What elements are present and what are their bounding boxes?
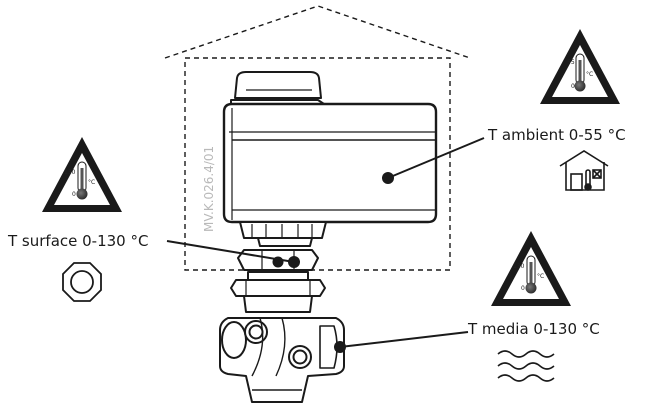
surface-unit: °C [88,179,95,186]
actuator-top-cap [234,71,322,99]
media-max: 130 [513,263,525,270]
media-min: 0 [521,285,525,292]
surface-max: 130 [64,169,76,176]
wavy-lines-icon [497,350,555,382]
ambient-unit: °C [586,71,593,78]
valve-bonnet [247,271,309,281]
callout-ambient [382,137,485,184]
warning-sign-ambient: 55 °C 0 [540,29,620,104]
surface-min: 0 [72,191,76,198]
warning-sign-surface: 130 °C 0 [42,137,122,212]
indoor-boundary [164,5,471,271]
warning-sign-media: 130 °C 0 [491,231,571,306]
ambient-min: 0 [571,83,575,90]
media-unit: °C [537,273,544,280]
actuator-housing [222,102,438,224]
watermark-text: MV.K.026.4/01 [202,146,216,232]
label-media: T media 0-130 °C [467,320,600,338]
actuator-coupling [239,221,327,239]
valve-actuator [219,71,438,403]
label-surface: T surface 0-130 °C [7,232,148,250]
octagon-nut-icon [62,262,102,302]
house-thermometer-icon [559,150,609,191]
label-ambient: T ambient 0-55 °C [487,126,626,144]
callout-media [334,331,469,353]
callout-surface [166,240,300,268]
ambient-max: 55 [567,59,575,66]
